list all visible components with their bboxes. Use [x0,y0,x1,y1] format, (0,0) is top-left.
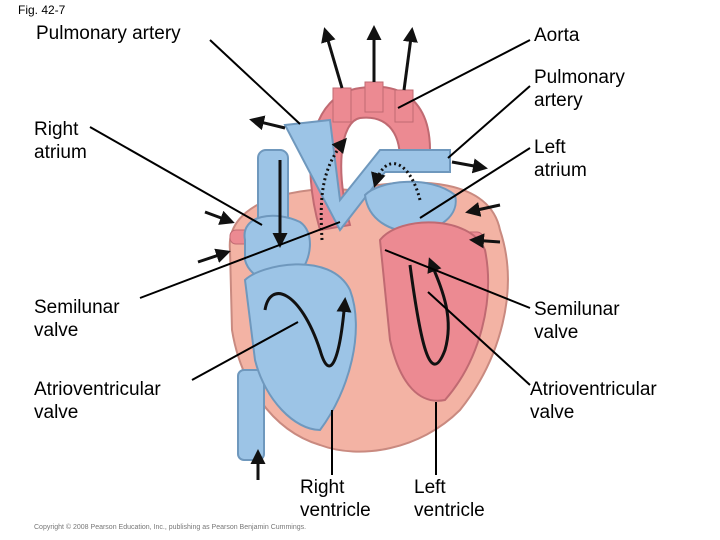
arrow-out-5 [451,158,488,174]
arrow-out-4 [249,115,286,131]
leader-av-right [427,291,531,386]
copyright-notice: Copyright © 2008 Pearson Education, Inc.… [34,524,307,531]
label-semilunar-valve-left: Semilunar valve [34,297,120,341]
right-ventricle-chamber [243,263,357,432]
leader-aorta [397,39,531,109]
leader-left-atrium [419,147,531,219]
arrow-in-2 [197,248,231,264]
label-aorta: Aorta [534,25,580,46]
label-pulmonary-artery-left: Pulmonary artery [36,23,181,44]
arrow-out-3 [402,27,418,91]
arrow-in-4 [469,233,501,249]
figure-label: Fig. 42-7 [18,3,66,17]
aorta-branch-1 [332,87,352,123]
left-ventricle-chamber [378,221,489,402]
leader-pulmonary-artery-right [447,85,531,159]
leader-av-left [191,321,299,381]
aorta-branch-2 [364,81,384,113]
arrow-out-1 [321,27,344,89]
left-atrium-chamber [363,180,457,234]
inferior-vena-cava [237,369,265,461]
leader-pulmonary-artery-left [209,39,301,125]
label-pulmonary-artery-right: Pulmonary artery [534,67,625,111]
leader-right-atrium [89,126,263,226]
label-right-atrium: Right atrium [34,119,87,163]
label-left-atrium: Left atrium [534,137,587,181]
flow-lv-loop [408,257,450,366]
arrow-in-3 [465,202,501,217]
flow-rv-loop [263,292,352,368]
label-atrioventricular-valve-right: Atrioventricular valve [530,379,657,423]
label-left-ventricle: Left ventricle [414,477,485,521]
label-atrioventricular-valve-left: Atrioventricular valve [34,379,161,423]
leader-semilunar-left [139,221,341,299]
leader-semilunar-right [384,249,531,309]
label-semilunar-valve-right: Semilunar valve [534,299,620,343]
arrow-in-1 [204,210,235,225]
label-right-ventricle: Right ventricle [300,477,371,521]
